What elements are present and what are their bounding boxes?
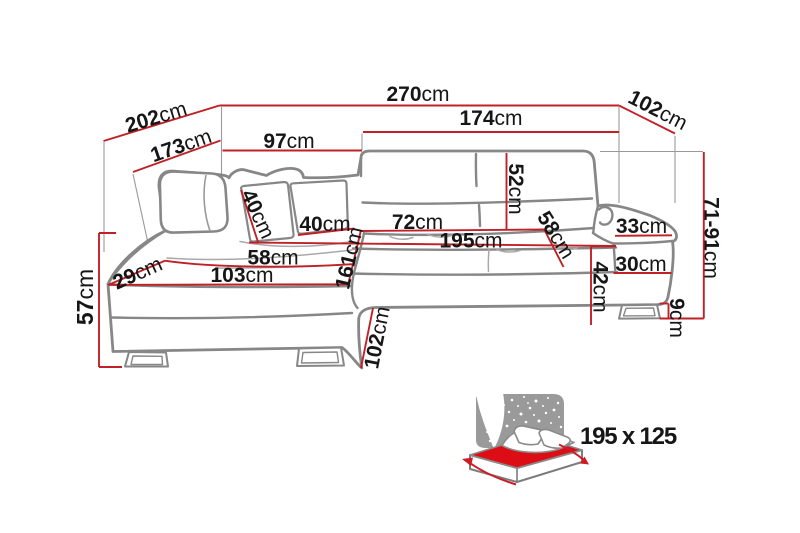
svg-text:195 x 125: 195 x 125 xyxy=(580,423,677,450)
svg-text:97cm: 97cm xyxy=(263,130,314,153)
svg-text:174cm: 174cm xyxy=(459,107,522,130)
svg-text:173cm: 173cm xyxy=(148,125,215,167)
svg-text:102cm: 102cm xyxy=(624,86,691,135)
svg-text:72cm: 72cm xyxy=(392,211,443,234)
svg-text:9cm: 9cm xyxy=(665,298,688,338)
svg-text:40cm: 40cm xyxy=(299,213,350,236)
svg-text:102cm: 102cm xyxy=(360,304,395,370)
svg-text:195cm: 195cm xyxy=(439,230,502,253)
svg-text:52cm: 52cm xyxy=(504,163,527,214)
svg-text:57cm: 57cm xyxy=(72,269,98,325)
svg-text:58cm: 58cm xyxy=(247,247,298,270)
svg-text:202cm: 202cm xyxy=(123,97,190,137)
svg-text:33cm: 33cm xyxy=(616,215,667,238)
svg-text:30cm: 30cm xyxy=(615,253,666,276)
svg-text:270cm: 270cm xyxy=(386,83,449,106)
svg-text:71-91cm: 71-91cm xyxy=(700,197,723,279)
svg-text:42cm: 42cm xyxy=(589,261,612,312)
svg-text:103cm: 103cm xyxy=(210,264,273,287)
